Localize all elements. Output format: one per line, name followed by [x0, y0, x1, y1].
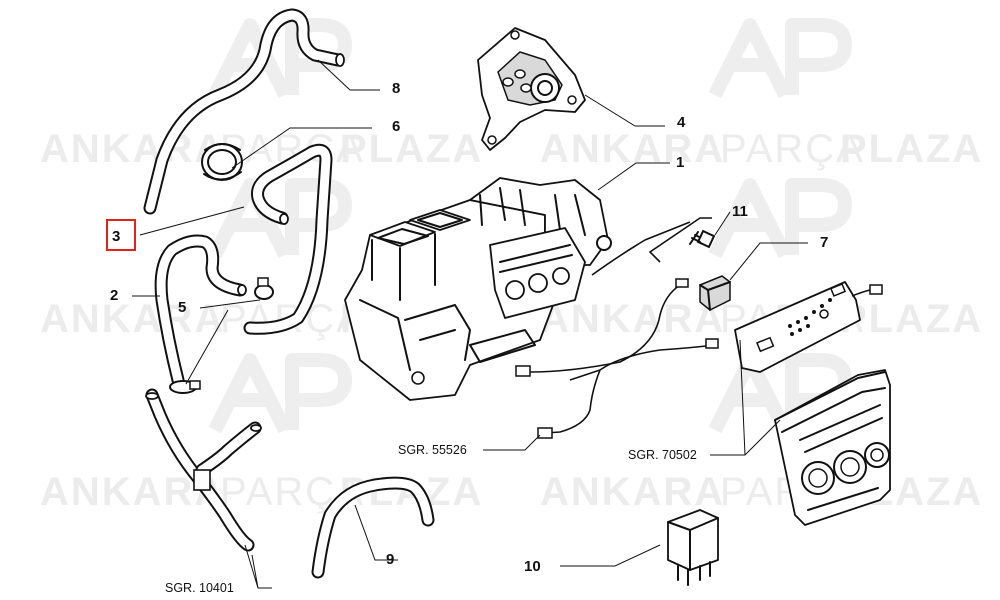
watermark-brand-left: ANKARA — [540, 470, 725, 514]
ref-sgr-70502: SGR. 70502 — [628, 448, 697, 462]
part-1-heater-housing[interactable] — [344, 177, 612, 401]
callout-5: 5 — [178, 299, 186, 316]
watermark-brand-right: PLAZA — [840, 297, 983, 341]
part-9-hose[interactable] — [311, 476, 435, 579]
callout-8: 8 — [392, 80, 400, 97]
harness-connector-top — [675, 278, 689, 288]
sgr-references: SGR. 55526 SGR. 70502 SGR. 10401 — [165, 443, 697, 595]
sgr-10401-hose-assembly[interactable] — [145, 388, 262, 552]
callout-4: 4 — [677, 114, 686, 131]
ref-sgr-10401: SGR. 10401 — [165, 581, 234, 595]
sgr-55526-wiring-harness[interactable] — [515, 217, 719, 439]
watermark-brand-left: ANKARA — [540, 297, 725, 341]
part-8-hose[interactable] — [143, 8, 345, 215]
harness-connector-right — [705, 338, 719, 349]
callout-9: 9 — [386, 551, 394, 568]
watermark-brand-left: ANKARA — [540, 127, 725, 171]
callout-10: 10 — [524, 558, 541, 575]
harness-connector-bottom — [537, 427, 553, 439]
callout-3-highlight-box — [106, 219, 136, 251]
sgr-70502-control-plate[interactable] — [734, 281, 883, 373]
callout-11: 11 — [732, 203, 748, 220]
watermark-brand-right: PLAZA — [840, 127, 983, 171]
watermark-logo-4 — [708, 178, 852, 259]
callout-numbers: 8 6 4 1 11 7 3 2 5 9 10 — [106, 80, 828, 575]
watermark-logo-5 — [208, 353, 352, 434]
part-3-hose[interactable] — [243, 143, 333, 335]
watermark-brand-left: ANKARA — [40, 297, 225, 341]
watermark-brand-mid: PARÇA — [720, 127, 865, 171]
watermark-brand-left: ANKARA — [40, 127, 225, 171]
callout-7: 7 — [820, 234, 828, 251]
watermark-logos — [208, 18, 852, 434]
part-5-clamp-lower[interactable] — [169, 380, 201, 394]
watermark-logo-2 — [708, 18, 852, 99]
part-5-clamp-upper[interactable] — [254, 277, 274, 300]
ref-sgr-55526: SGR. 55526 — [398, 443, 467, 457]
part-11-bolt[interactable] — [689, 229, 716, 249]
part-4-flange-plate[interactable] — [477, 27, 586, 151]
part-10-relay[interactable] — [667, 509, 719, 586]
watermark-brand-right: PLAZA — [340, 127, 483, 171]
leader-lines — [132, 59, 808, 589]
callout-2: 2 — [110, 287, 118, 304]
part-2-hose[interactable] — [154, 234, 247, 387]
callout-1: 1 — [676, 154, 684, 171]
harness-connector-left — [515, 365, 531, 377]
part-6-seal-ring[interactable] — [201, 143, 243, 181]
callout-6: 6 — [392, 118, 400, 135]
callout-3: 3 — [112, 228, 120, 245]
sgr-70502-control-bezel[interactable] — [774, 369, 891, 526]
part-7-module[interactable] — [699, 275, 731, 311]
